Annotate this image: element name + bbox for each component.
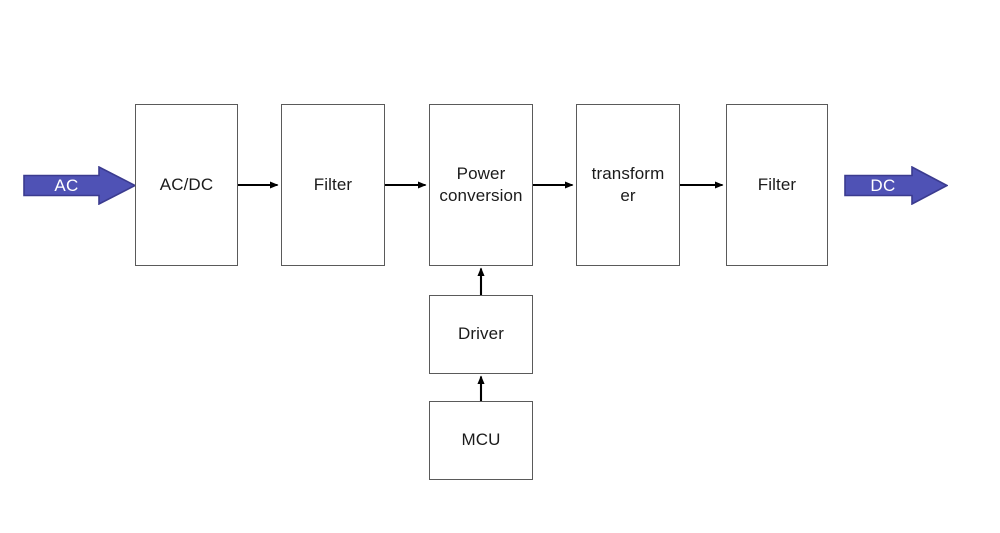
block-ac-dc[interactable]: AC/DC [135, 104, 238, 266]
block-mcu[interactable]: MCU [429, 401, 533, 480]
block-transformer[interactable]: transform er [576, 104, 680, 266]
block-ac-dc-label: AC/DC [159, 174, 214, 194]
input-arrow-label: AC [54, 175, 79, 195]
output-arrow: DC [844, 166, 948, 205]
block-filter-output[interactable]: Filter [726, 104, 828, 266]
output-arrow-label: DC [870, 175, 896, 195]
input-arrow: AC [23, 166, 136, 205]
block-filter-input-label: Filter [313, 174, 353, 194]
block-driver[interactable]: Driver [429, 295, 533, 374]
block-transformer-label: transform er [591, 163, 665, 205]
block-filter-input[interactable]: Filter [281, 104, 385, 266]
block-driver-label: Driver [458, 324, 504, 344]
block-filter-output-label: Filter [757, 174, 797, 194]
block-mcu-label: MCU [461, 430, 501, 450]
block-power-conversion[interactable]: Power conversion [429, 104, 533, 266]
block-power-conversion-label: Power conversion [439, 163, 523, 205]
